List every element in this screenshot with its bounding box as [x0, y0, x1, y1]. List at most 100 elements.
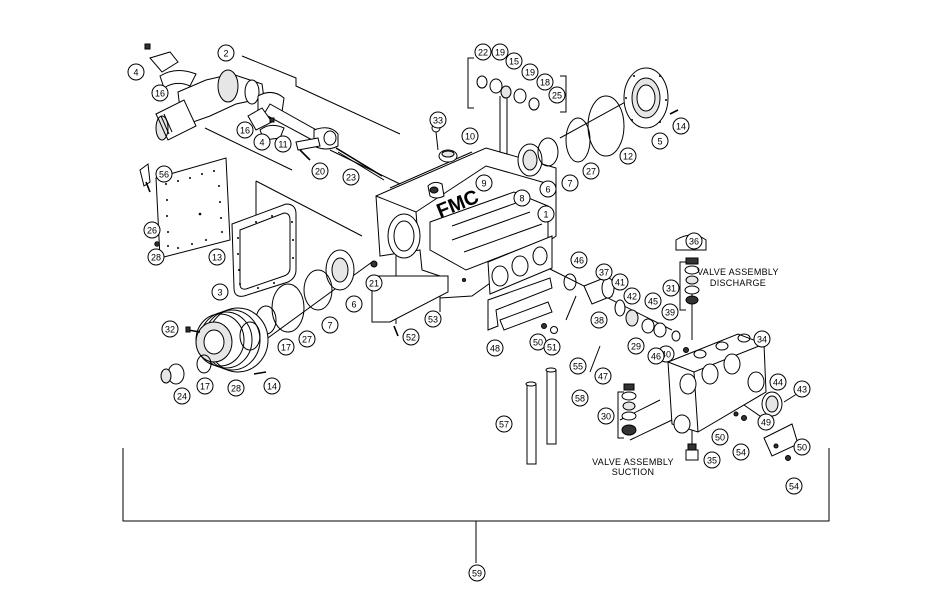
callout-38: 38	[590, 311, 608, 329]
callout-label: 54	[736, 448, 746, 458]
callout-55: 55	[569, 357, 587, 375]
callout-50: 50	[793, 438, 811, 456]
callout-label: 46	[651, 352, 661, 362]
callout-label: 5	[657, 137, 662, 147]
callout-18: 18	[536, 73, 554, 91]
callout-label: 24	[177, 392, 187, 402]
note-suction-line1: VALVE ASSEMBLY	[592, 457, 674, 467]
callout-16: 16	[236, 121, 254, 139]
callout-label: 6	[351, 300, 356, 310]
callout-label: 22	[478, 48, 488, 58]
callout-46: 46	[570, 251, 588, 269]
callout-52: 52	[402, 328, 420, 346]
callout-label: 19	[495, 48, 505, 58]
callout-4: 4	[253, 133, 271, 151]
callout-label: 40	[661, 350, 671, 360]
callout-label: 8	[519, 194, 524, 204]
callout-label: 27	[586, 167, 596, 177]
callout-label: 43	[797, 385, 807, 395]
callout-label: 34	[757, 335, 767, 345]
callout-label: 38	[594, 316, 604, 326]
callout-27: 27	[582, 162, 600, 180]
callout-label: 16	[240, 126, 250, 136]
callout-7: 7	[321, 316, 339, 334]
callout-19: 19	[491, 43, 509, 61]
callout-label: 6	[545, 185, 550, 195]
callout-label: 14	[676, 122, 686, 132]
callout-47: 47	[594, 367, 612, 385]
callout-49: 49	[757, 413, 775, 431]
callout-label: 19	[525, 68, 535, 78]
callout-label: 46	[574, 256, 584, 266]
callout-label: 20	[315, 167, 325, 177]
callout-28: 28	[147, 248, 165, 266]
callout-5: 5	[651, 132, 669, 150]
callout-label: 7	[567, 179, 572, 189]
callout-label: 50	[715, 433, 725, 443]
rear-cover	[139, 157, 297, 297]
callout-label: 15	[509, 57, 519, 67]
callout-25: 25	[548, 86, 566, 104]
callout-33: 33	[429, 111, 447, 129]
callout-label: 35	[707, 456, 717, 466]
callout-54: 54	[732, 443, 750, 461]
callout-11: 11	[274, 135, 292, 153]
callout-label: 58	[575, 394, 585, 404]
callout-label: 21	[369, 279, 379, 289]
callout-label: 18	[540, 78, 550, 88]
callout-label: 23	[346, 173, 356, 183]
callout-34: 34	[753, 330, 771, 348]
callout-36: 36	[685, 232, 703, 250]
callout-label: 28	[151, 253, 161, 263]
callout-17: 17	[196, 377, 214, 395]
callout-29: 29	[627, 337, 645, 355]
callout-57: 57	[495, 415, 513, 433]
callout-39: 39	[661, 303, 679, 321]
callout-label: 50	[533, 338, 543, 348]
callout-label: 37	[599, 268, 609, 278]
callout-45: 45	[644, 292, 662, 310]
bracket-59	[122, 448, 830, 563]
callout-label: 44	[773, 378, 783, 388]
callout-42: 42	[623, 287, 641, 305]
callout-label: 3	[217, 288, 222, 298]
callout-label: 55	[573, 362, 583, 372]
callout-2: 2	[217, 44, 235, 62]
crosshead-assembly	[160, 307, 269, 385]
callout-label: 53	[428, 315, 438, 325]
callout-35: 35	[703, 451, 721, 469]
callout-label: 26	[147, 226, 157, 236]
callout-label: 45	[648, 297, 658, 307]
callout-48: 48	[486, 339, 504, 357]
callout-label: 52	[406, 333, 416, 343]
callout-59: 59	[468, 564, 486, 582]
power-frame	[375, 147, 557, 312]
callout-21: 21	[365, 274, 383, 292]
callout-19: 19	[521, 63, 539, 81]
callout-label: 32	[165, 325, 175, 335]
callout-20: 20	[311, 162, 329, 180]
callout-22: 22	[474, 43, 492, 61]
callout-label: 56	[159, 170, 169, 180]
callout-9: 9	[475, 174, 493, 192]
callout-label: 11	[278, 140, 287, 150]
plunger-rods	[487, 277, 558, 465]
callout-label: 1	[543, 210, 548, 220]
callout-24: 24	[173, 387, 191, 405]
callout-label: 7	[327, 321, 332, 331]
callout-23: 23	[342, 168, 360, 186]
callout-label: 42	[627, 292, 637, 302]
callout-label: 2	[223, 49, 228, 59]
callout-6: 6	[345, 295, 363, 313]
note-discharge-line1: VALVE ASSEMBLY	[697, 267, 779, 277]
callout-label: 31	[666, 284, 676, 294]
callout-label: 4	[133, 68, 138, 78]
callout-27: 27	[298, 330, 316, 348]
callout-label: 49	[761, 418, 771, 428]
callout-14: 14	[672, 117, 690, 135]
callout-46: 46	[647, 347, 665, 365]
callout-30: 30	[597, 407, 615, 425]
note-discharge-line2: DISCHARGE	[710, 278, 766, 288]
